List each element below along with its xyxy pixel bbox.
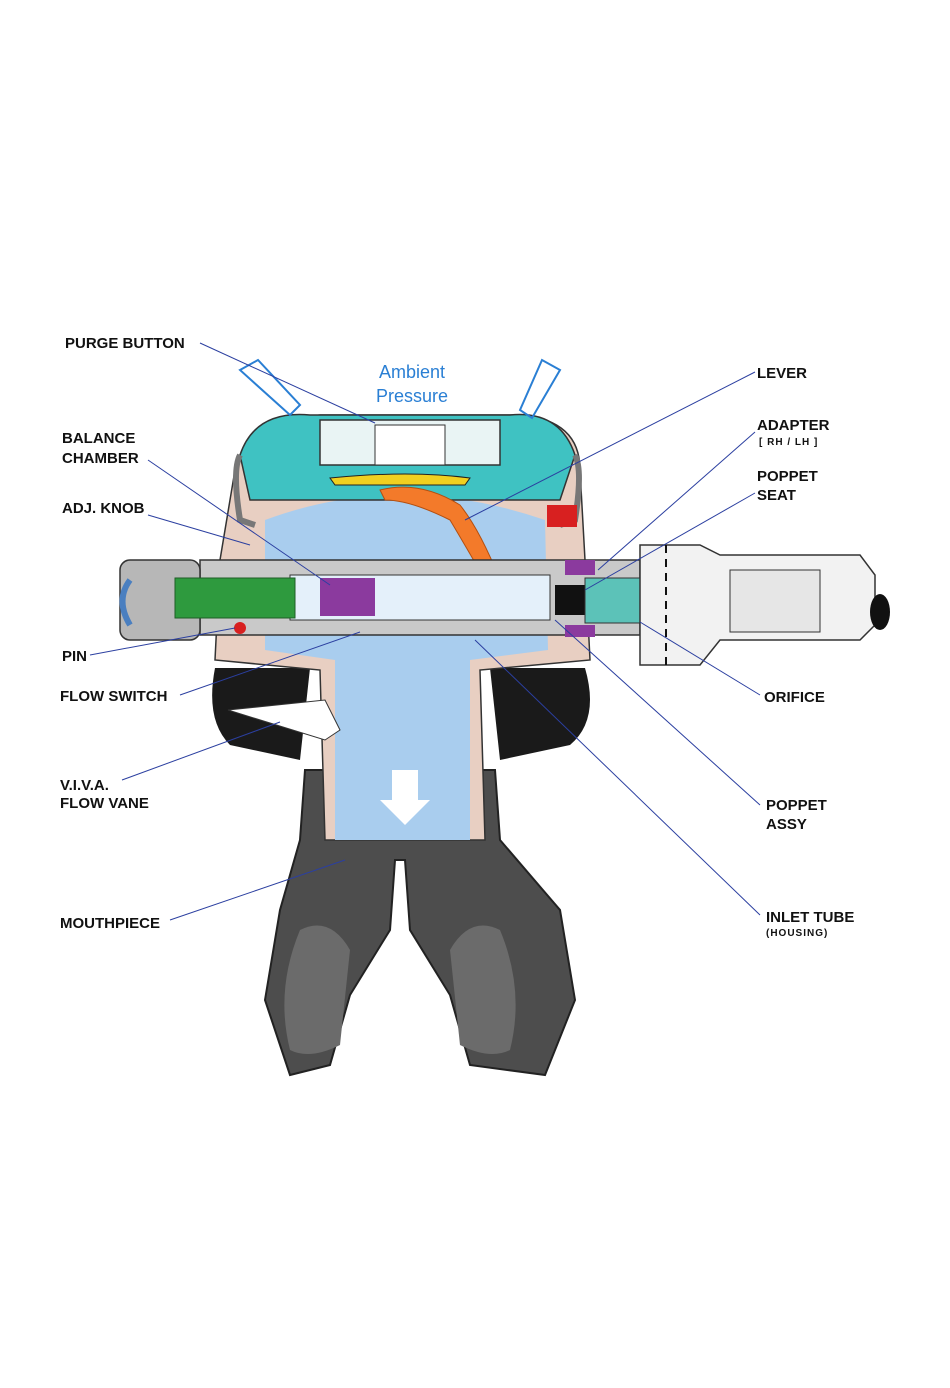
label-purge-button: PURGE BUTTON <box>65 335 185 352</box>
label-poppet-assy-2: ASSY <box>766 816 807 833</box>
label-viva-2: FLOW VANE <box>60 795 149 812</box>
label-adj-knob: ADJ. KNOB <box>62 500 145 517</box>
label-poppet-assy-1: POPPET <box>766 797 827 814</box>
label-inlet-tube-sub: (HOUSING) <box>766 928 828 939</box>
label-mouthpiece: MOUTHPIECE <box>60 915 160 932</box>
orifice-seat <box>555 585 585 615</box>
pin-dot <box>234 622 246 634</box>
flow-arrow <box>335 735 470 835</box>
label-balance-chamber-1: BALANCE <box>62 430 135 447</box>
ambient-label-2: Pressure <box>376 386 448 406</box>
ambient-label-1: Ambient <box>379 362 445 382</box>
label-adapter-sub: [ RH / LH ] <box>759 437 818 448</box>
relief-valve <box>547 505 577 527</box>
label-poppet-seat-1: POPPET <box>757 468 818 485</box>
label-flow-switch: FLOW SWITCH <box>60 688 167 705</box>
label-pin: PIN <box>62 648 87 665</box>
label-inlet-tube: INLET TUBE <box>766 909 854 926</box>
label-adapter: ADAPTER <box>757 417 830 434</box>
label-lever: LEVER <box>757 365 807 382</box>
label-orifice: ORIFICE <box>764 689 825 706</box>
label-balance-chamber-2: CHAMBER <box>62 450 139 467</box>
label-poppet-seat-2: SEAT <box>757 487 796 504</box>
label-viva-1: V.I.V.A. <box>60 777 109 794</box>
